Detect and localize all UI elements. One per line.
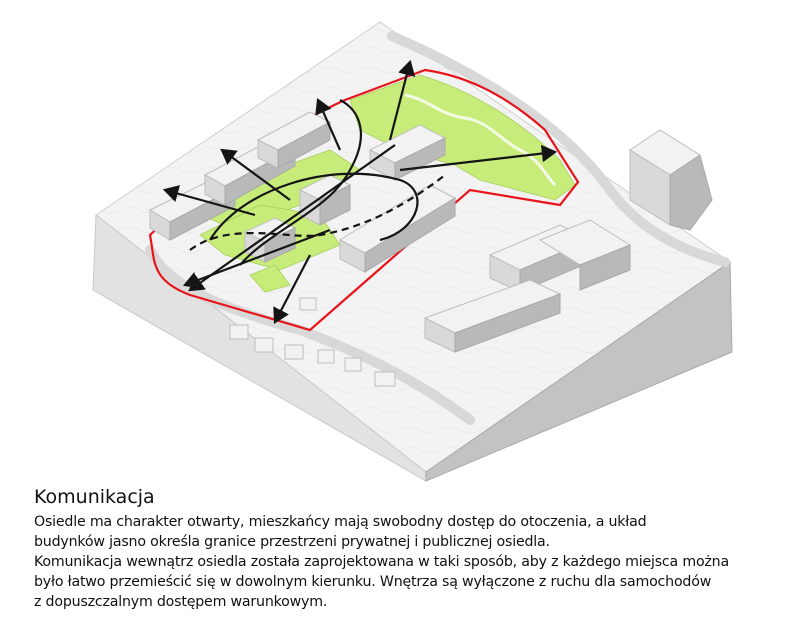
building-east-row <box>338 184 457 273</box>
caption-line-5: z dopuszczalnym dostępem warunkowym. <box>34 594 328 610</box>
tower-building-east <box>629 129 713 231</box>
road-east <box>387 31 730 267</box>
caption-line-4: było łatwo przemieścić się w dowolnym ki… <box>34 574 712 590</box>
arrow-east <box>399 144 558 172</box>
site-isometric-diagram <box>92 21 733 482</box>
arrow-northwest-1 <box>220 148 291 201</box>
block-southeast-2 <box>538 219 632 291</box>
road-west <box>145 245 475 425</box>
terrain-front-right <box>425 261 733 482</box>
circulation-arrows <box>162 59 558 324</box>
loop-curve-1 <box>209 172 419 242</box>
roads <box>145 31 730 425</box>
small-houses-southwest <box>229 297 396 387</box>
loop-curve-dashed <box>189 174 446 251</box>
arrow-south-long <box>188 144 396 292</box>
loop-curve-2 <box>239 99 362 266</box>
arrow-north-2 <box>315 97 342 151</box>
caption-line-3: Komunikacja wewnątrz osiedla została zap… <box>34 554 729 570</box>
park-green <box>349 74 576 201</box>
building-row-3 <box>256 111 332 169</box>
arrow-south-short <box>273 254 311 324</box>
caption-line-2: budynków jasno określa granice przestrze… <box>34 534 550 550</box>
arrow-southwest <box>182 228 331 289</box>
building-central-1 <box>298 174 352 226</box>
arrow-north <box>388 59 416 141</box>
arrow-northwest-2 <box>162 185 256 217</box>
terrain-top-contours <box>96 22 730 472</box>
courtyard-green-3 <box>249 264 291 293</box>
block-south <box>423 279 562 353</box>
caption-line-1: Osiedle ma charakter otwarty, mieszkańcy… <box>34 514 647 530</box>
park-pond <box>404 93 557 187</box>
surrounding-buildings <box>229 129 713 387</box>
caption-block: Komunikacja Osiedle ma charakter otwarty… <box>34 484 774 612</box>
caption-title: Komunikacja <box>34 486 155 508</box>
